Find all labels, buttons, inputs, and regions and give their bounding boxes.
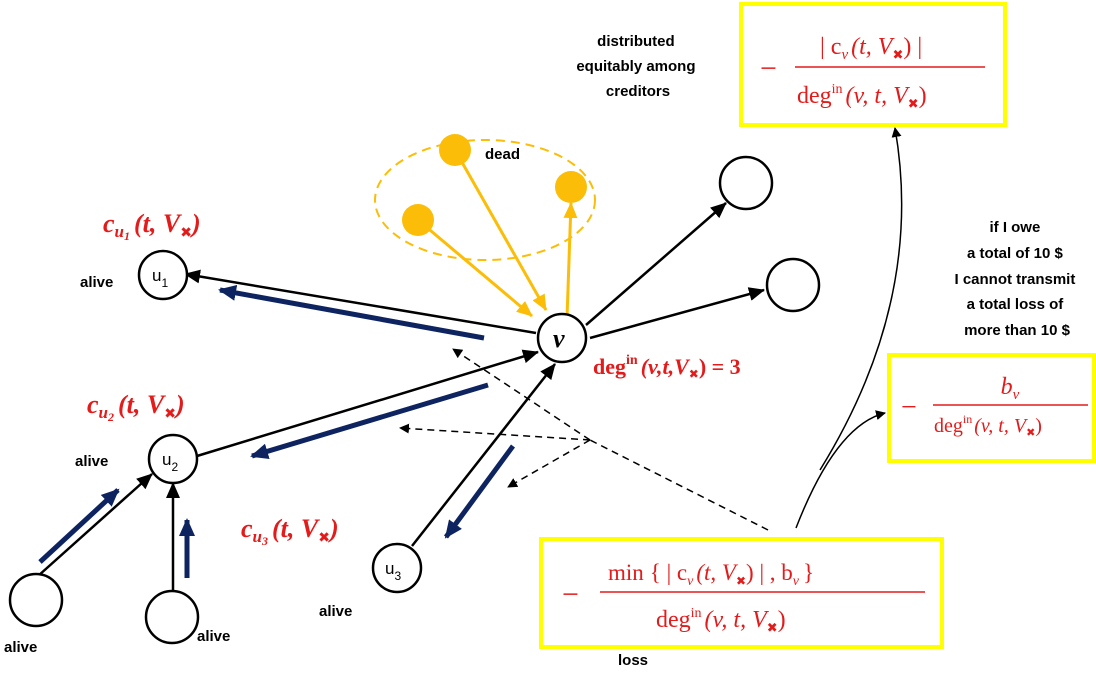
node-alive-2 — [144, 589, 200, 645]
node-u3: u3 — [371, 542, 423, 594]
formula-c-u2: cu2(t, V✖) — [87, 390, 185, 424]
box-mid-minus: − — [901, 392, 917, 423]
dead-edge-1 — [453, 149, 548, 311]
debt-arrow-v-u3 — [443, 444, 516, 539]
edge-u2-v — [196, 349, 539, 458]
dead-edge-2 — [417, 218, 533, 318]
alive-label-u1: alive — [80, 274, 113, 291]
dead-label: dead — [485, 146, 520, 163]
edge-u3-v — [411, 363, 556, 547]
dashed-arrow-to-v — [452, 348, 591, 441]
node-u1: u1 — [137, 249, 189, 301]
owe-label: if I owe a total of 10 $ I cannot transm… — [954, 219, 1079, 339]
node-v-label: v — [553, 324, 565, 353]
node-v: v — [536, 312, 588, 364]
formula-deg-in-v: degin(v,t,V✖) = 3 — [593, 353, 741, 381]
alive-label-u2: alive — [75, 453, 108, 470]
loss-label: loss — [618, 652, 648, 669]
debt-arrow-v-u2 — [250, 382, 489, 460]
curve-arrow-top-box — [819, 127, 903, 471]
formula-box-bottom: − min{ | cv(t, V✖) | , bv} degin(v, t, V… — [539, 537, 944, 649]
dead-node-1 — [439, 134, 471, 166]
node-u2: u2 — [147, 433, 199, 485]
distributed-label: distributed equitably among creditors — [576, 33, 699, 100]
box-mid-numerator: bv — [1001, 374, 1020, 403]
node-u3-label: u3 — [385, 559, 401, 583]
formula-c-u3: cu3(t, V✖) — [241, 514, 339, 548]
box-bottom-denominator: degin(v, t, V✖) — [656, 606, 786, 636]
dead-cluster-ellipse — [374, 139, 596, 261]
node-u2-label: u2 — [162, 450, 178, 474]
dashed-line-loss — [589, 439, 769, 531]
edge-v-out1 — [585, 202, 727, 326]
box-bottom-minus: − — [562, 578, 579, 611]
box-top-denominator: degin(v, t, V✖) — [797, 82, 927, 112]
edge-a1-u2 — [37, 473, 153, 577]
dashed-arrow-to-u2-edge — [399, 423, 591, 441]
box-top-minus: − — [760, 52, 777, 85]
alive-label-a2: alive — [197, 628, 230, 645]
node-alive-1 — [8, 572, 64, 628]
box-mid-denominator: degin(v, t, V✖) — [934, 412, 1042, 439]
debt-arrow-v-u1 — [218, 284, 485, 341]
alive-label-u3: alive — [319, 603, 352, 620]
alive-label-a1: alive — [4, 639, 37, 656]
box-top-numerator: | cv(t, V✖) | — [820, 34, 922, 63]
box-bottom-numerator: min{ | cv(t, V✖) | , bv} — [608, 560, 814, 589]
dead-edge-3 — [563, 202, 578, 319]
formula-box-top: − | cv(t, V✖) | degin(v, t, V✖) — [739, 2, 1007, 127]
debt-arrow-a1 — [38, 488, 120, 564]
formula-c-u1: cu1(t, V✖) — [103, 209, 201, 243]
node-out-2 — [765, 257, 821, 313]
node-u1-label: u1 — [152, 266, 168, 290]
node-out-1 — [718, 155, 774, 211]
formula-box-mid: − bv degin(v, t, V✖) — [887, 353, 1096, 463]
dead-node-2 — [402, 204, 434, 236]
dashed-arrow-to-u3-edge — [507, 439, 591, 488]
curve-arrow-mid-box — [795, 410, 886, 529]
edge-v-u1 — [184, 269, 537, 335]
edge-v-out2 — [589, 287, 765, 340]
dead-node-3 — [555, 171, 587, 203]
